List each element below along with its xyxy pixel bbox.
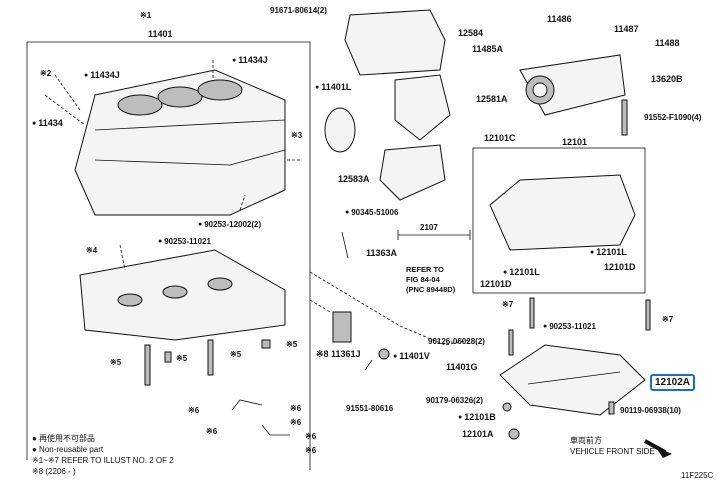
- part-label-90179: 90179-06326(2): [426, 396, 483, 405]
- front-label-en: VEHICLE FRONT SIDE: [570, 447, 655, 456]
- part-label-12101d-left: 12101D: [480, 279, 512, 289]
- part-label-12101l-left: 12101L: [503, 267, 540, 279]
- part-label-11401v: 11401V: [393, 351, 430, 363]
- front-label-jp: 車両前方: [570, 436, 602, 445]
- part-label-90345: 90345-51006: [345, 208, 398, 219]
- ref-mark-7-right: ※7: [662, 315, 674, 324]
- part-label-90253-11021-left: 90253-11021: [158, 237, 211, 248]
- ref-mark-5-b: ※5: [176, 354, 188, 363]
- part-label-90253-11021-right: 90253-11021: [543, 322, 596, 333]
- legend-line-jp: ● 再使用不可部品: [32, 434, 96, 443]
- ref-mark-5-d: ※5: [230, 350, 242, 359]
- part-label-12101c: 12101C: [484, 133, 516, 143]
- part-label-12583a: 12583A: [338, 174, 370, 184]
- part-label-91552: 91552-F1090(4): [644, 113, 702, 122]
- part-label-12101b: 12101B: [458, 412, 496, 424]
- part-label-11401: 11401: [148, 29, 173, 39]
- part-label-11486: 11486: [547, 14, 572, 24]
- part-label-11434: 11434: [32, 118, 63, 130]
- part-label-11401l: 11401L: [315, 82, 351, 94]
- ref-mark-6-c: ※6: [290, 418, 302, 427]
- part-label-12584: 12584: [458, 28, 484, 38]
- part-label-13620b: 13620B: [651, 74, 683, 84]
- refer-line-3: (PNC 89448D): [406, 285, 456, 294]
- part-label-11434j-left: 11434J: [84, 70, 120, 82]
- part-label-12101l-right: 12101L: [590, 247, 627, 259]
- ref-mark-1: ※1: [140, 11, 152, 20]
- ref-mark-2: ※2: [40, 69, 52, 78]
- part-label-11434j-right: 11434J: [232, 55, 268, 67]
- part-label-11485a: 11485A: [472, 44, 504, 54]
- part-label-11363a: 11363A: [366, 248, 398, 258]
- refer-line-2: FIG 84-04: [406, 275, 440, 284]
- part-label-11487: 11487: [614, 24, 639, 34]
- diagram-id: 11F225C: [681, 471, 714, 480]
- part-label-11401g: 11401G: [446, 362, 478, 372]
- part-label-11488: 11488: [655, 38, 680, 48]
- legend-line-ref: ※1~※7 REFER TO ILLUST NO. 2 OF 2: [32, 456, 174, 465]
- ref-mark-6-b: ※6: [290, 404, 302, 413]
- part-label-12101d-right: 12101D: [604, 262, 636, 272]
- ref-mark-6-a: ※6: [188, 406, 200, 415]
- dimension-2107: 2107: [420, 223, 438, 232]
- part-label-12101a: 12101A: [462, 429, 494, 439]
- ref-mark-6-d: ※6: [206, 427, 218, 436]
- ref-mark-4: ※4: [86, 246, 98, 255]
- refer-line-1: REFER TO: [406, 265, 444, 274]
- part-label-90126: 90126-06028(2): [428, 337, 485, 346]
- ref-mark-5-c: ※5: [286, 340, 298, 349]
- legend-line-en: ● Non-reusable part: [32, 445, 104, 454]
- part-label-12102a-highlighted[interactable]: 12102A: [650, 374, 696, 391]
- part-label-90119: 90119-06938(10): [620, 406, 681, 415]
- part-label-11361j: 11361J: [331, 349, 361, 359]
- part-label-91551: 91551-80616: [346, 404, 394, 413]
- part-label-12581a: 12581A: [476, 94, 508, 104]
- ref-mark-5-a: ※5: [110, 358, 122, 367]
- ref-mark-8: ※8: [316, 349, 329, 359]
- ref-mark-3: ※3: [291, 131, 303, 140]
- legend-line-note: ※8 (2206 - ): [32, 467, 76, 476]
- ref-mark-7-left: ※7: [502, 300, 514, 309]
- ref-mark-6-f: ※6: [305, 446, 317, 455]
- part-label-12101: 12101: [562, 137, 588, 147]
- part-label-90253-12002: 90253-12002(2): [198, 220, 261, 231]
- ref-mark-6-e: ※6: [305, 432, 317, 441]
- part-label-91671: 91671-80614(2): [270, 6, 327, 15]
